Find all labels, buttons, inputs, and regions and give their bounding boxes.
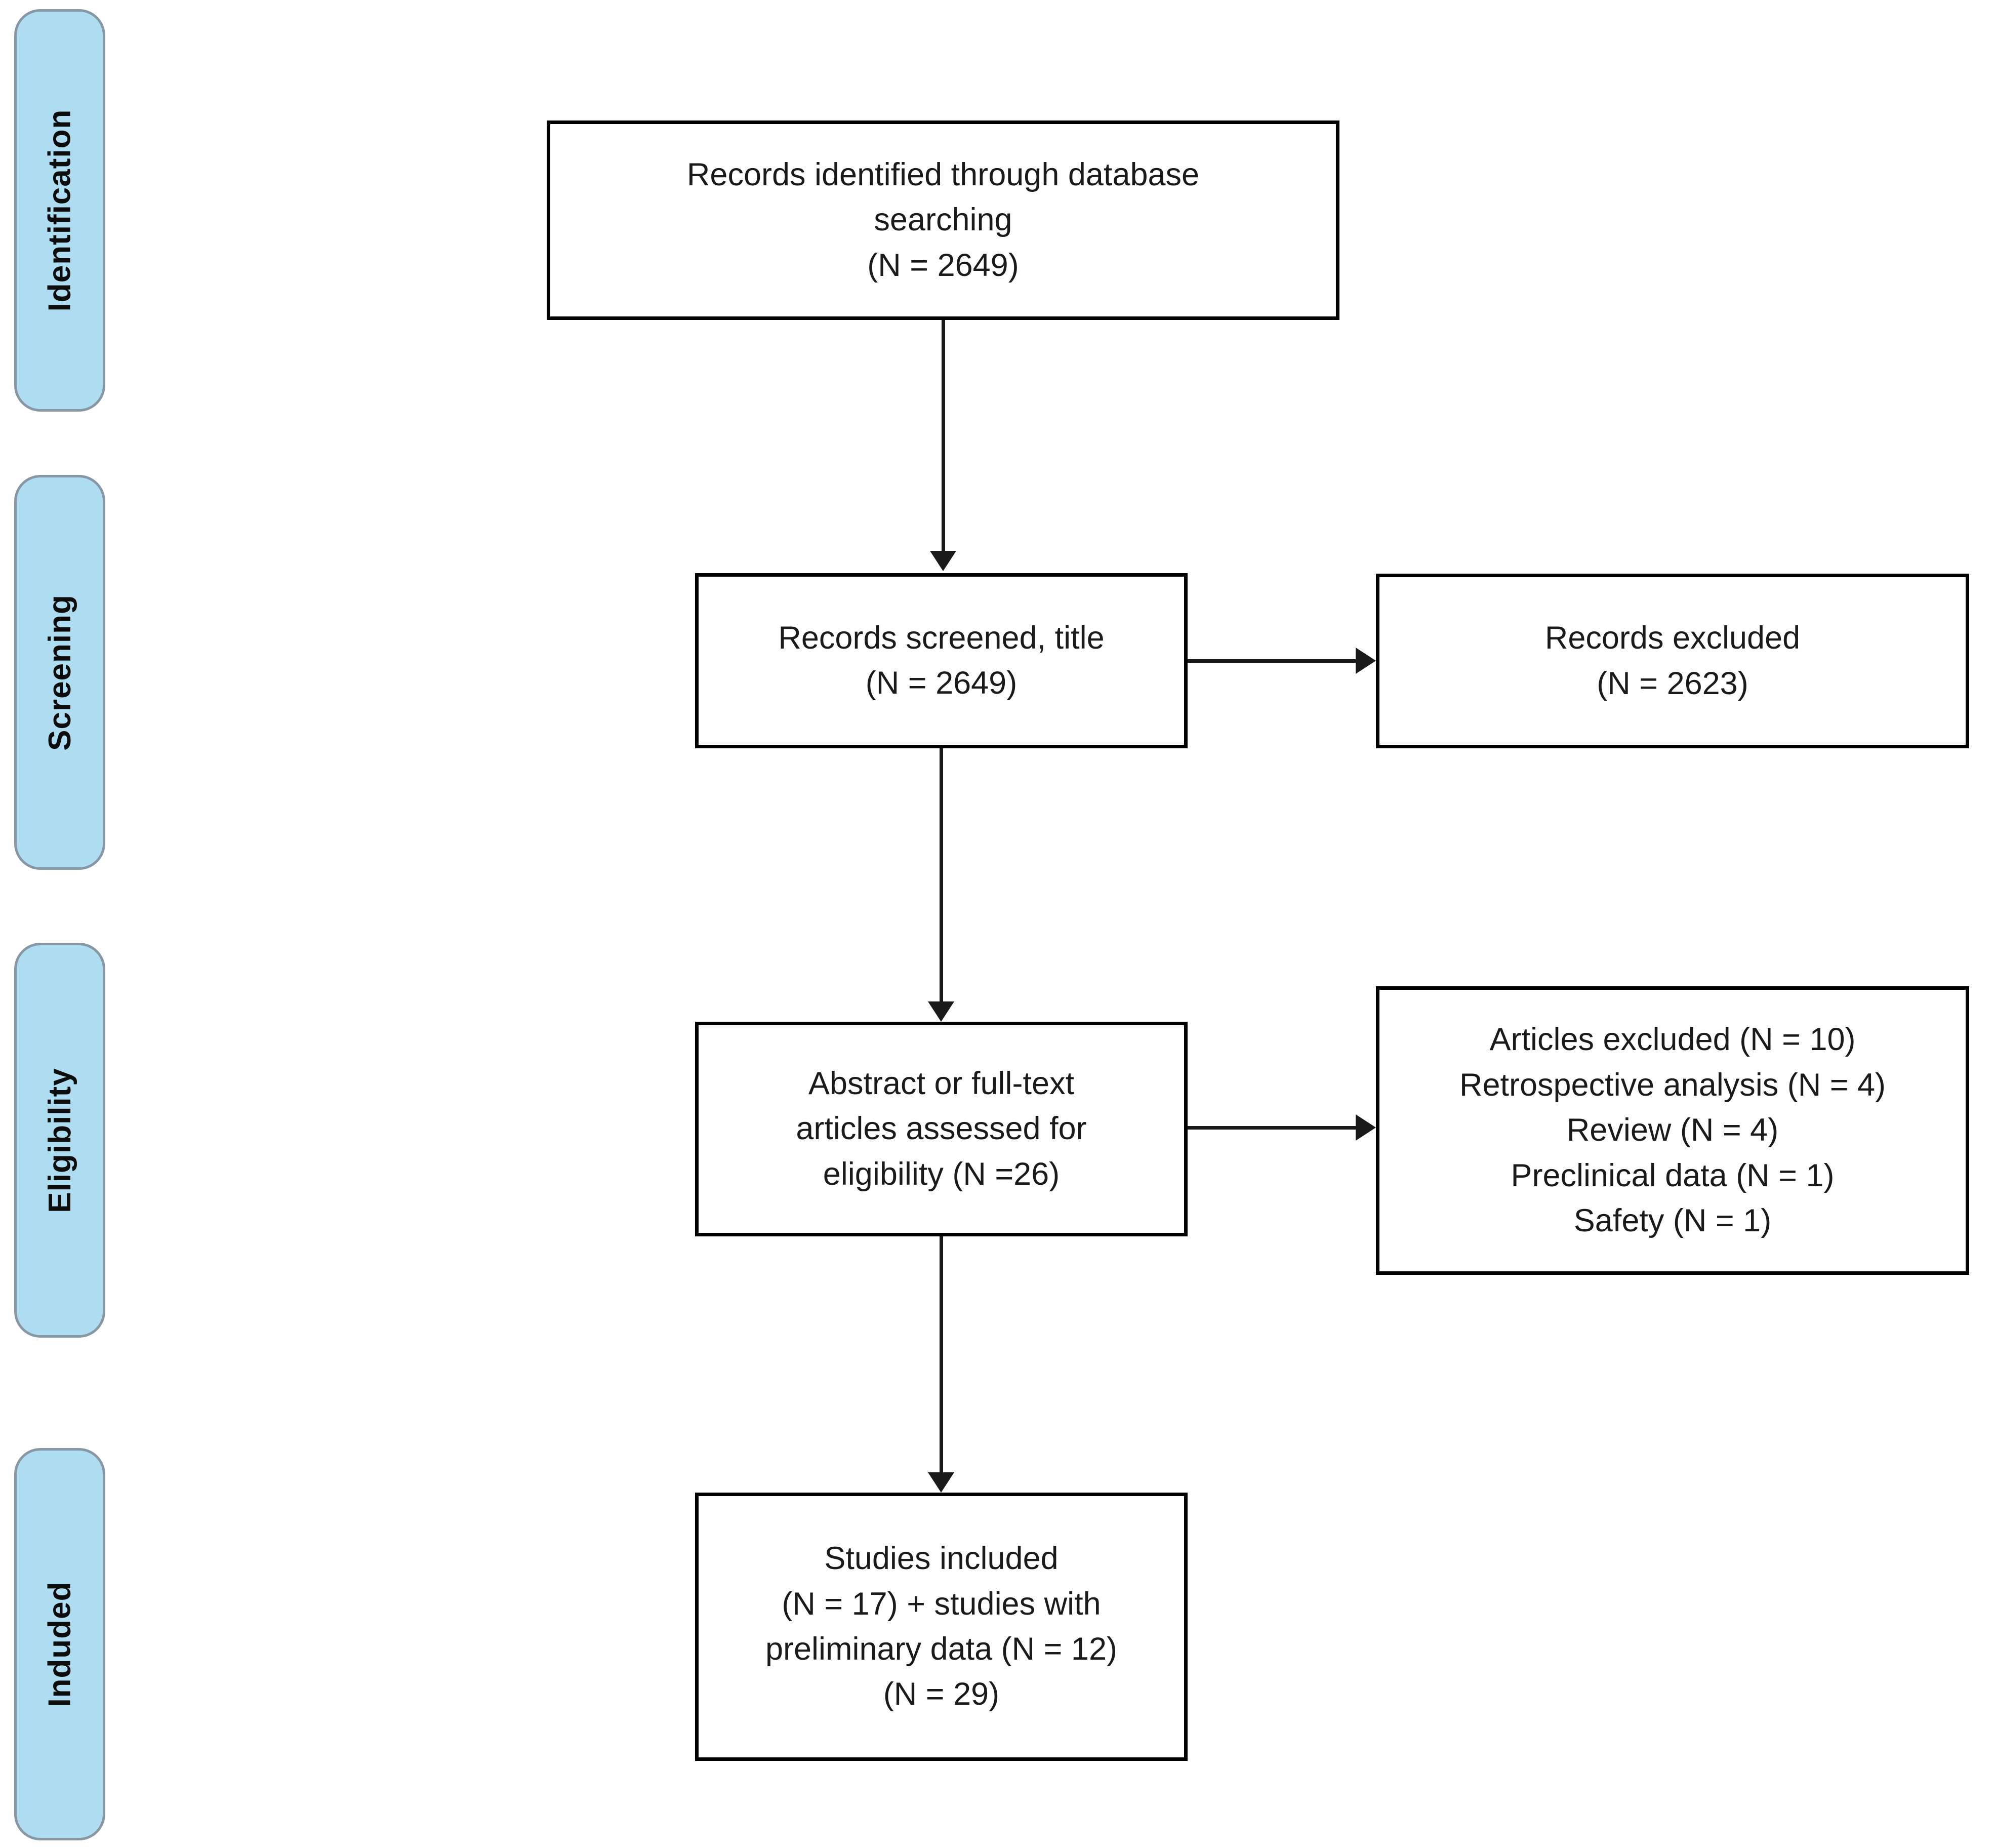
- stage-pill-screening: Screening: [14, 475, 105, 870]
- box-records-screened: Records screened, title (N = 2649): [695, 573, 1188, 748]
- box-articles-excluded-text: Articles excluded (N = 10) Retrospective…: [1459, 1022, 1886, 1239]
- connector-identified-to-screened: [942, 320, 945, 551]
- stage-pill-included: Induded: [14, 1448, 105, 1840]
- box-articles-excluded: Articles excluded (N = 10) Retrospective…: [1376, 986, 1969, 1275]
- connector-screened-to-assessed: [940, 748, 943, 1001]
- stage-label-included: Induded: [42, 1581, 77, 1707]
- box-records-identified-text: Records identified through database sear…: [686, 156, 1200, 283]
- stage-label-identification: Identification: [42, 109, 77, 312]
- connector-assessed-to-articles-excluded: [1188, 1126, 1356, 1130]
- box-articles-assessed-text: Abstract or full-text articles assessed …: [796, 1065, 1087, 1192]
- box-records-excluded: Records excluded (N = 2623): [1376, 574, 1969, 748]
- arrow-down-to-assessed: [928, 1001, 954, 1022]
- arrow-down-to-included: [928, 1472, 954, 1493]
- arrow-down-to-screened: [930, 551, 956, 571]
- connector-screened-to-excluded: [1188, 659, 1356, 663]
- box-studies-included-text: Studies included (N = 17) + studies with…: [765, 1541, 1118, 1712]
- arrow-right-to-records-excluded: [1356, 648, 1376, 674]
- box-records-identified: Records identified through database sear…: [547, 120, 1339, 320]
- arrow-right-to-articles-excluded: [1356, 1114, 1376, 1141]
- box-records-excluded-text: Records excluded (N = 2623): [1544, 620, 1801, 701]
- stage-pill-identification: Identification: [14, 9, 105, 412]
- stage-label-eligibility: Eligibility: [42, 1067, 77, 1213]
- stage-pill-eligibility: Eligibility: [14, 943, 105, 1338]
- box-articles-assessed: Abstract or full-text articles assessed …: [695, 1022, 1188, 1236]
- box-studies-included: Studies included (N = 17) + studies with…: [695, 1493, 1188, 1761]
- stage-label-screening: Screening: [42, 594, 77, 751]
- box-records-screened-text: Records screened, title (N = 2649): [778, 620, 1105, 701]
- connector-assessed-to-included: [940, 1236, 943, 1472]
